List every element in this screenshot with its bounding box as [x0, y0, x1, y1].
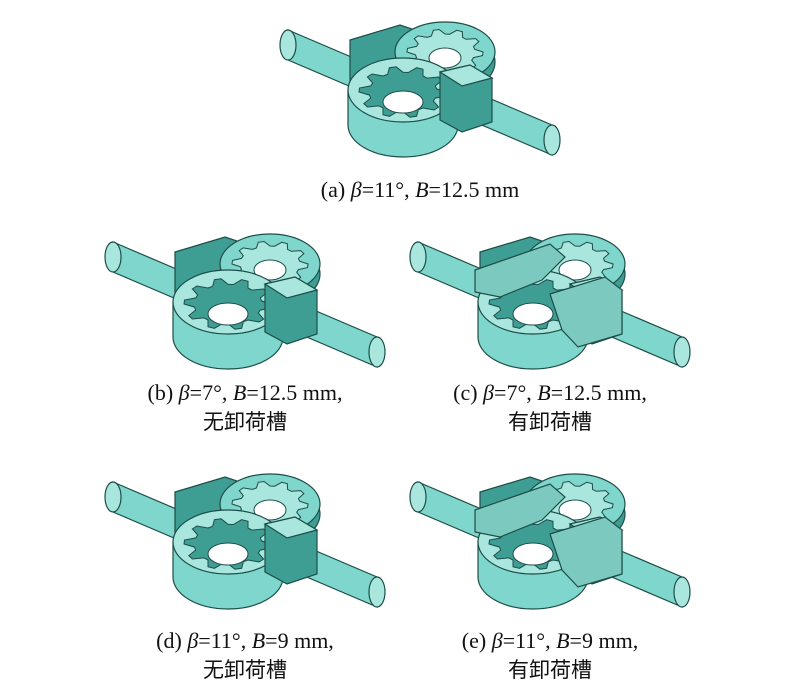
caption-b-label: (b): [147, 380, 174, 405]
caption-b: (b) β=7°, B=12.5 mm,: [147, 380, 343, 405]
caption-d-width-value: 9 mm,: [277, 628, 334, 653]
front-housing-top: [263, 276, 319, 299]
caption-d-note: 无卸荷槽: [203, 658, 287, 682]
upper-gear-cavity: [428, 47, 462, 69]
caption-a-beta-value: 11°: [374, 177, 405, 202]
panel-d: (d) β=11°, B=9 mm, 无卸荷槽: [95, 462, 395, 692]
lower-gear-cavity: [207, 542, 249, 566]
upper-gear-cavity: [253, 499, 287, 521]
right-shaft-end: [673, 336, 691, 368]
caption-b-width-symbol: B: [232, 380, 247, 405]
relief-groove-plate-rear: [474, 243, 566, 298]
panel-c: (c) β=7°, B=12.5 mm, 有卸荷槽: [400, 222, 700, 447]
caption-b-beta-value: 7°: [202, 380, 222, 405]
relief-groove-plate-front: [549, 276, 623, 348]
caption-d-label: (d): [156, 628, 182, 653]
caption-c-width-value: 12.5 mm,: [563, 380, 647, 405]
caption-e-note: 有卸荷槽: [508, 658, 592, 682]
caption-d-width-symbol: B: [251, 628, 266, 653]
caption-a-beta-symbol: β: [350, 177, 362, 202]
lower-gear-cavity: [382, 90, 424, 114]
caption-c-beta-symbol: β: [483, 380, 495, 405]
gear-pump-model-a: [279, 21, 561, 158]
lower-gear-cavity: [512, 302, 554, 326]
lower-gear-cavity: [512, 542, 554, 566]
upper-gear-cavity: [558, 259, 592, 281]
right-shaft-end: [543, 124, 561, 156]
left-shaft-end: [104, 241, 122, 273]
panel-e: (e) β=11°, B=9 mm, 有卸荷槽: [400, 462, 700, 692]
gear-pump-model-e: [409, 473, 691, 610]
right-shaft-end: [673, 576, 691, 608]
panel-a: (a) β=11°, B=12.5 mm: [270, 10, 570, 205]
right-shaft-end: [368, 336, 386, 368]
upper-gear-cavity: [253, 259, 287, 281]
caption-d: (d) β=11°, B=9 mm,: [156, 628, 334, 653]
caption-a-label: (a): [320, 177, 346, 202]
front-housing-top: [438, 64, 494, 87]
caption-b-width-value: 12.5 mm,: [258, 380, 343, 405]
caption-a-width-value: 12.5 mm: [440, 177, 520, 202]
caption-c-beta-value: 7°: [506, 380, 527, 405]
caption-e-width-symbol: B: [556, 628, 570, 653]
left-shaft-end: [104, 481, 122, 513]
caption-c-width-symbol: B: [537, 380, 551, 405]
gear-pump-model-d: [104, 473, 386, 610]
caption-e-beta-value: 11°: [515, 628, 546, 653]
caption-c-label: (c): [453, 380, 478, 405]
caption-a: (a) β=11°, B=12.5 mm: [320, 177, 520, 202]
relief-groove-plate-rear: [474, 483, 566, 538]
left-shaft-end: [409, 241, 427, 273]
caption-c-note: 有卸荷槽: [508, 410, 592, 434]
caption-e: (e) β=11°, B=9 mm,: [461, 628, 639, 653]
caption-e-label: (e): [461, 628, 487, 653]
left-shaft-end: [409, 481, 427, 513]
left-shaft-end: [279, 29, 297, 61]
right-shaft-end: [368, 576, 386, 608]
caption-a-width-symbol: B: [415, 177, 429, 202]
front-housing-top: [263, 516, 319, 539]
caption-b-note: 无卸荷槽: [203, 410, 287, 434]
caption-e-width-value: 9 mm,: [581, 628, 639, 653]
caption-d-beta-value: 11°: [210, 628, 241, 653]
gear-pump-model-b: [104, 233, 386, 370]
caption-b-beta-symbol: β: [178, 380, 190, 405]
caption-c: (c) β=7°, B=12.5 mm,: [453, 380, 647, 405]
caption-d-beta-symbol: β: [187, 628, 199, 653]
caption-e-beta-symbol: β: [491, 628, 503, 653]
panel-b: (b) β=7°, B=12.5 mm, 无卸荷槽: [95, 222, 395, 447]
relief-groove-plate-front: [549, 516, 623, 588]
gear-pump-model-c: [409, 233, 691, 370]
upper-gear-cavity: [558, 499, 592, 521]
lower-gear-cavity: [207, 302, 249, 326]
